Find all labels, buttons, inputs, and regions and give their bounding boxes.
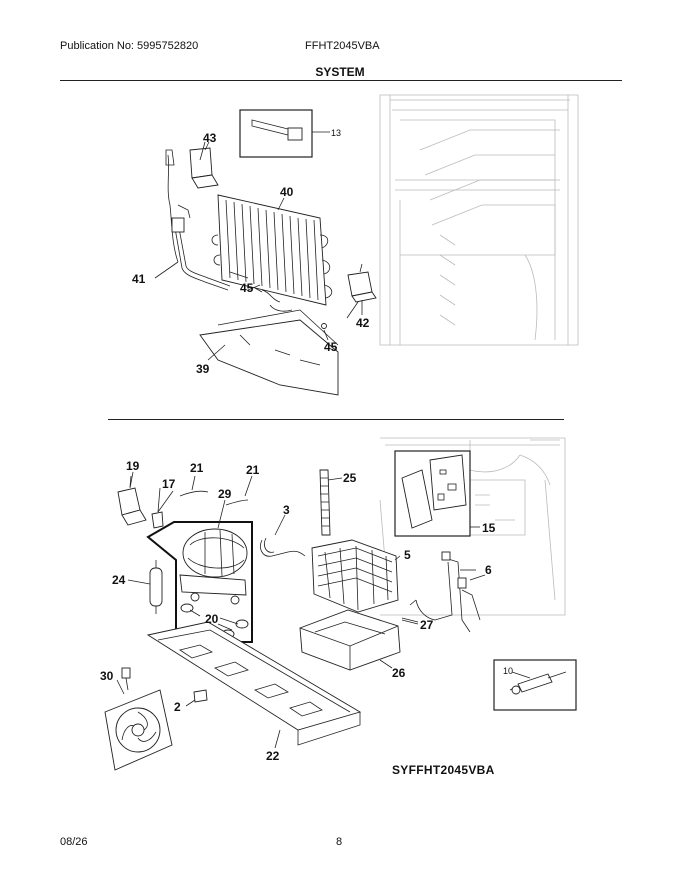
page-number: 8 (336, 836, 343, 848)
callout-3: 3 (283, 503, 290, 517)
footer-date: 08/26 (60, 836, 88, 848)
part-19-start-relay (117, 475, 147, 526)
part-43-relay (165, 141, 219, 263)
part-45-clips (229, 271, 329, 341)
part-29-compressor (146, 499, 253, 643)
callout-6: 6 (485, 563, 492, 577)
part-27-clip (401, 617, 419, 623)
callout-29: 29 (218, 487, 232, 501)
callout-13: 13 (331, 128, 341, 138)
callout-22: 22 (266, 749, 280, 763)
part-26-drain-pan (299, 609, 401, 671)
callout-45-bottom: 45 (324, 340, 338, 354)
callout-26: 26 (392, 666, 406, 680)
cabinet-outline-bottom (379, 437, 566, 616)
callout-5: 5 (404, 548, 411, 562)
callout-20: 20 (205, 612, 219, 626)
callout-40: 40 (280, 185, 294, 199)
part-17-overload (151, 487, 164, 529)
callout-25: 25 (343, 471, 357, 485)
part-30-fan (104, 667, 173, 771)
callout-10: 10 (503, 666, 513, 676)
part-15-control-board (394, 450, 480, 537)
part-22-base-plate (146, 621, 362, 749)
cabinet-outline-top (379, 94, 579, 346)
callout-30: 30 (100, 669, 114, 683)
publication-number: Publication No: 5995752820 (60, 40, 199, 52)
part-41-tube (154, 217, 231, 291)
callout-19: 19 (126, 459, 140, 473)
callout-17: 17 (162, 477, 176, 491)
diagram-code: SYFFHT2045VBA (392, 763, 495, 777)
callout-21-left: 21 (190, 461, 204, 475)
part-39-cover (199, 309, 339, 396)
part-42-module (347, 263, 377, 315)
leader-lines (129, 141, 476, 631)
middle-divider (108, 419, 564, 420)
callout-labels: 13 43 40 41 45 42 39 45 19 21 21 17 29 2… (100, 128, 513, 777)
callout-45-top: 45 (240, 281, 254, 295)
part-40-evaporator (211, 194, 333, 306)
callout-box-10 (493, 659, 577, 711)
part-25-drain-hose (319, 469, 343, 536)
part-3-tube (260, 514, 306, 557)
part-2-bracket (185, 689, 208, 707)
callout-24: 24 (112, 573, 126, 587)
callout-box-13 (239, 109, 330, 158)
part-24-drier (127, 560, 163, 614)
model-number: FFHT2045VBA (305, 40, 380, 52)
top-divider (60, 80, 622, 81)
callout-15: 15 (482, 521, 496, 535)
section-title: SYSTEM (315, 65, 365, 79)
callout-42: 42 (356, 316, 370, 330)
callout-27: 27 (420, 618, 434, 632)
part-6-heater (409, 551, 486, 633)
callout-41: 41 (132, 272, 146, 286)
callout-2: 2 (174, 700, 181, 714)
callout-39: 39 (196, 362, 210, 376)
callout-21-right: 21 (246, 463, 260, 477)
part-21-harness (179, 475, 253, 506)
part-5-evaporator-coil (311, 539, 401, 613)
callout-43: 43 (203, 131, 217, 145)
